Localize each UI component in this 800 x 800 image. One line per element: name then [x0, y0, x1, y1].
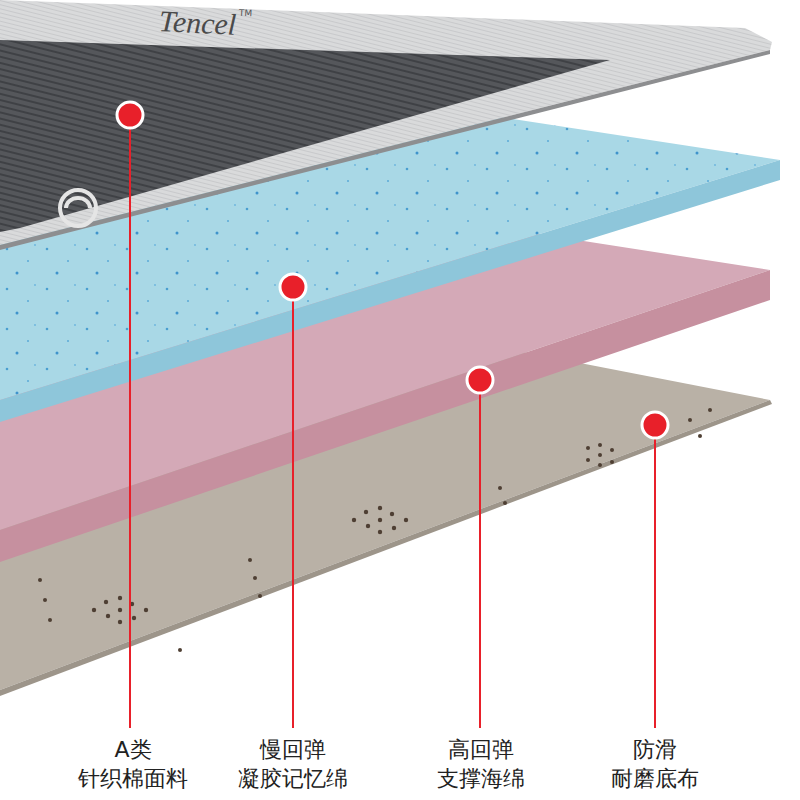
layer-label: 防滑 耐磨底布: [590, 736, 720, 793]
trademark-mark: TM: [239, 8, 253, 19]
layer-label: 慢回弹 凝胶记忆绵: [228, 736, 358, 793]
brand-text: Tencel: [158, 4, 237, 42]
layer-label: 高回弹 支撑海绵: [416, 736, 546, 793]
layer-label: A类 针织棉面料: [68, 736, 198, 793]
